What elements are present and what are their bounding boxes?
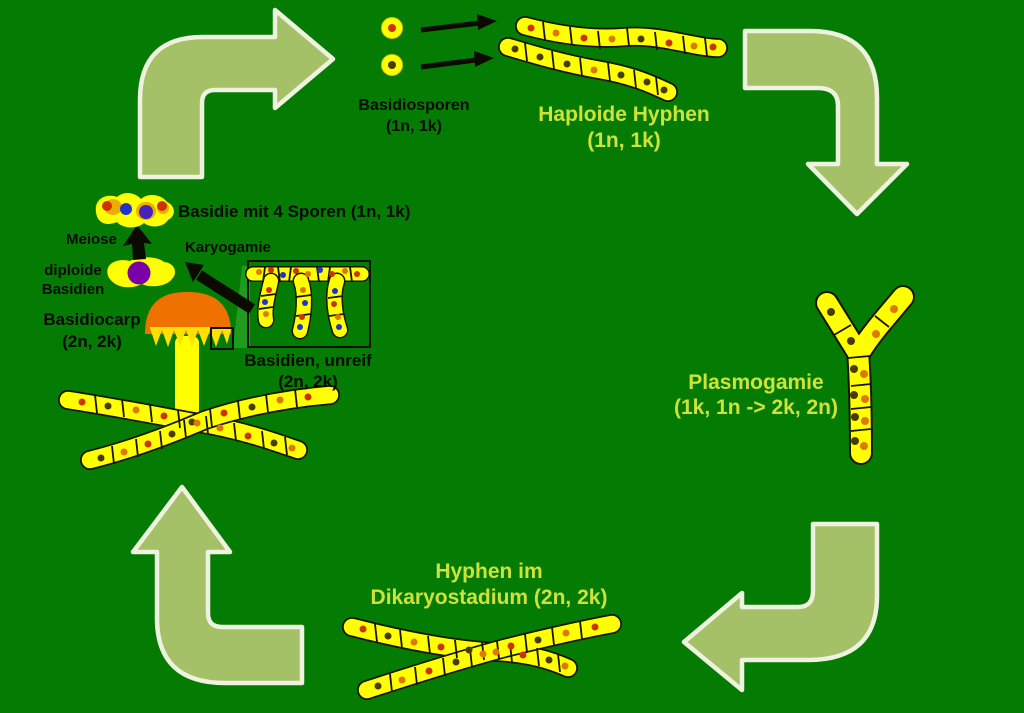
diploid-basidium-illustration	[107, 257, 176, 288]
meiose-arrow-icon	[123, 225, 152, 260]
mushroom-cap	[145, 292, 231, 334]
basidiosporen-label: Basidiosporen (1n, 1k)	[358, 97, 470, 135]
spore-to-hypha-arrow-icon	[420, 14, 497, 70]
karyogamie-label: Karyogamie	[185, 239, 271, 256]
basidiospores-illustration	[381, 14, 497, 76]
basidiocarp-illustration	[58, 292, 340, 470]
cycle-arrow-bottom-left-icon	[130, 484, 305, 686]
basidie-sporen-label: Basidie mit 4 Sporen (1n, 1k)	[178, 202, 411, 221]
cycle-arrow-top-right-icon	[742, 28, 910, 217]
basidium-with-spores-illustration	[95, 192, 174, 228]
immature-basidia-box	[245, 260, 371, 348]
diploide-basidien-label: diploide Basidien	[41, 262, 105, 298]
gill-zoom-rect	[210, 327, 234, 350]
dikaryotic-hyphae-illustration	[342, 614, 622, 700]
mushroom-stalk	[175, 336, 199, 428]
plasmogamie-label: Plasmogamie (1k, 1n -> 2k, 2n)	[674, 371, 838, 419]
meiose-label: Meiose	[66, 231, 117, 248]
basidien-unreif-label: Basidien, unreif (2n, 2k)	[244, 351, 372, 391]
haploid-hyphae-illustration	[498, 16, 728, 102]
karyogamie-arrow-icon	[185, 262, 255, 314]
cycle-arrow-top-left-icon	[137, 7, 336, 180]
haploide-hyphen-label: Haploide Hyphen (1n, 1k)	[538, 103, 710, 152]
basidiocarp-label: Basidiocarp (2n, 2k)	[43, 310, 141, 351]
cycle-arrow-bottom-right-icon	[681, 521, 880, 693]
dikaryostadium-label: Hyphen im Dikaryostadium (2n, 2k)	[370, 560, 608, 609]
plasmogamie-hypha-illustration	[815, 285, 915, 465]
